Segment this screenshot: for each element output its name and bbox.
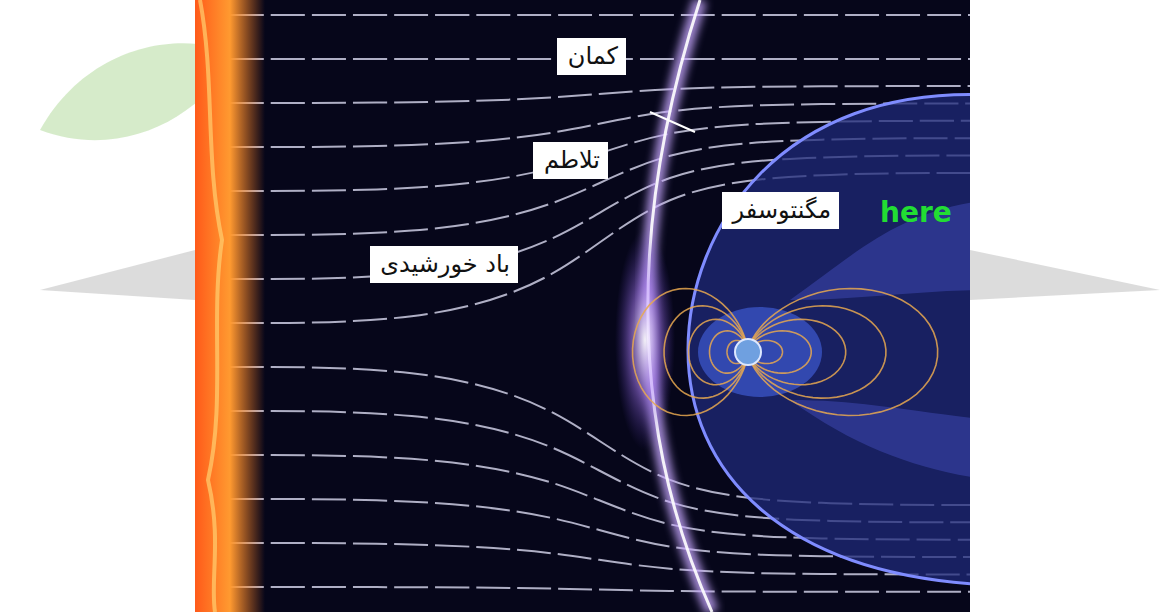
label-box: کمان bbox=[557, 38, 626, 75]
label-text: تلاطم bbox=[541, 146, 600, 175]
dipole-field-line bbox=[633, 288, 748, 415]
label-box: تلاطم bbox=[533, 142, 608, 179]
solar-wind-line bbox=[230, 86, 970, 103]
sun-flare bbox=[200, 0, 222, 612]
magnetopause bbox=[688, 95, 970, 585]
label-box: باد خورشیدی bbox=[370, 246, 518, 283]
sun-surface bbox=[195, 0, 265, 612]
earth bbox=[735, 339, 761, 365]
dipole-field-line bbox=[749, 288, 938, 415]
label-box: مگنتوسفر bbox=[722, 192, 839, 229]
solar-wind-line bbox=[230, 14, 970, 16]
dipole-field-lines bbox=[633, 288, 938, 415]
label-text: باد خورشیدی bbox=[378, 250, 510, 279]
solar-wind-lines bbox=[230, 15, 970, 592]
label-text: کمان bbox=[565, 42, 618, 71]
label-text: مگنتوسفر bbox=[730, 196, 831, 225]
solar-wind-line bbox=[230, 587, 970, 592]
leader-line bbox=[650, 112, 695, 132]
magnetosphere-region bbox=[688, 95, 970, 585]
overlay-label: here bbox=[880, 196, 952, 229]
inner-magnetosphere bbox=[698, 307, 822, 397]
